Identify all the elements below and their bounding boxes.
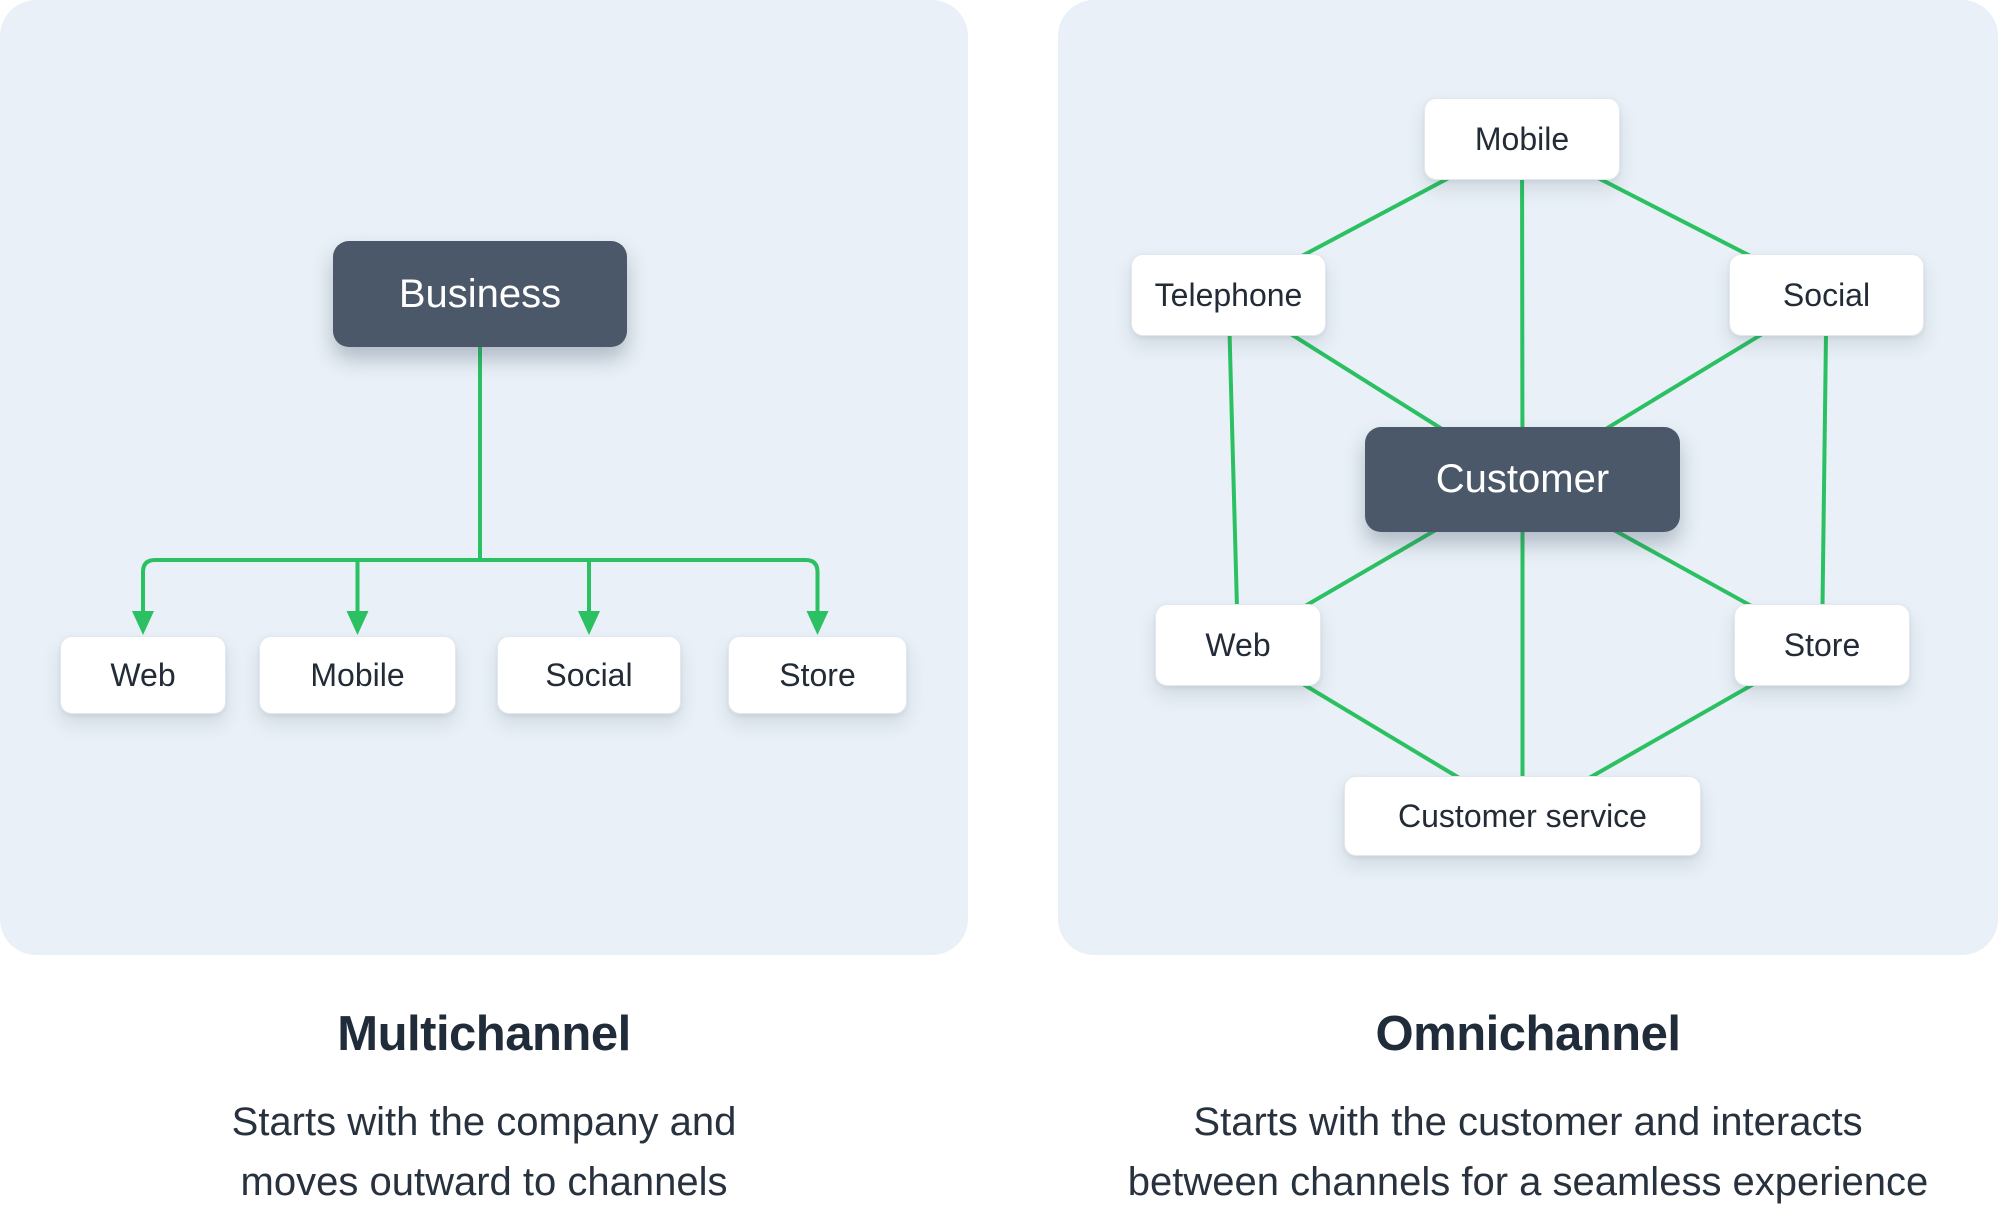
connection-social-store <box>1820 293 1829 647</box>
channel-node-web: Web <box>60 636 226 714</box>
omnichannel-node-social: Social <box>1729 254 1924 336</box>
multichannel-connector-lines <box>132 347 829 635</box>
omnichannel-node-store: Store <box>1734 604 1910 686</box>
omnichannel-node-customer-service: Customer service <box>1344 776 1701 856</box>
arrowhead-down-icon <box>132 611 154 635</box>
connection-mobile-customer <box>1520 137 1525 482</box>
channel-node-mobile: Mobile <box>259 636 456 714</box>
omnichannel-node-mobile: Mobile <box>1424 98 1620 180</box>
arrowhead-down-icon <box>806 611 829 635</box>
multichannel-caption: Multichannel Starts with the company and… <box>0 1007 968 1212</box>
omnichannel-title: Omnichannel <box>1375 1007 1681 1061</box>
omnichannel-node-telephone: Telephone <box>1131 254 1326 336</box>
business-node: Business <box>333 241 627 347</box>
connection-telephone-web <box>1226 293 1240 647</box>
channel-node-store: Store <box>728 636 907 714</box>
arrowhead-down-icon <box>578 611 600 635</box>
multichannel-description: Starts with the company and moves outwar… <box>231 1099 737 1204</box>
omnichannel-node-web: Web <box>1155 604 1321 686</box>
omnichannel-caption: Omnichannel Starts with the customer and… <box>1058 1007 1998 1212</box>
tree-connector-line <box>141 558 820 612</box>
multichannel-panel: Business Web Mobile Social Store <box>0 0 968 955</box>
customer-node: Customer <box>1365 427 1680 532</box>
channel-node-social: Social <box>497 636 681 714</box>
arrowhead-down-icon <box>346 611 369 635</box>
omnichannel-description: Starts with the customer and interacts b… <box>1127 1099 1929 1204</box>
multichannel-title: Multichannel <box>337 1007 631 1061</box>
omnichannel-panel: Mobile Telephone Social Customer Web Sto… <box>1058 0 1998 955</box>
